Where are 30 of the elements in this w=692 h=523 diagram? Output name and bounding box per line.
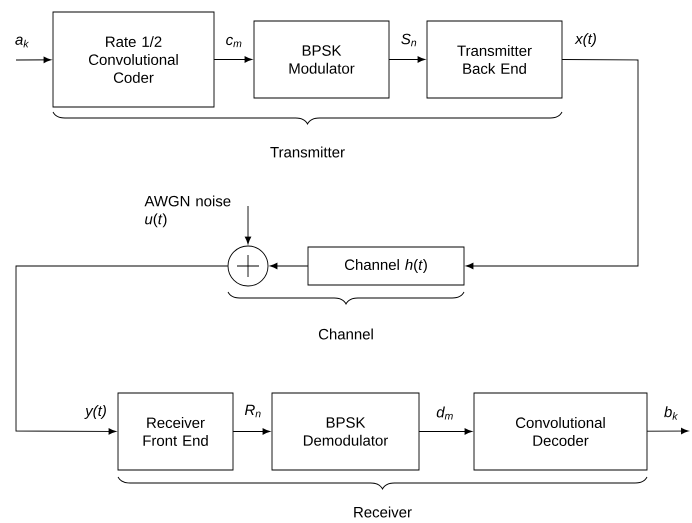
process-box: Channel h(t) [308,246,464,286]
signal-label: S$_{n}$ [401,34,416,46]
group-label: Receiver [354,506,412,518]
arrow [647,428,689,434]
signal-label: R$_{n}$ [244,404,261,418]
group-label: Transmitter [270,146,345,158]
arrow [16,56,52,64]
signal-label: x(t) [574,33,596,47]
process-box: Transmitter Back End [426,20,562,98]
arrow [270,262,308,270]
process-box: BPSK Demodulator [272,392,420,470]
signal-label: c$_{m}$ [226,36,242,48]
arrow [214,56,252,63]
adder-circle [228,246,268,286]
arrow [419,428,472,435]
arrow [389,56,426,63]
signal-label: b$_{k}$ [664,406,678,420]
noise-label: AWGN noise u(t) [144,195,230,228]
process-box: Convolutional Decoder [474,392,648,470]
process-box: BPSK Modulator [254,20,390,98]
arrow [466,59,638,270]
arrow [244,206,252,244]
signal-label: d$_{m}$ [436,406,453,420]
arrow [233,428,270,435]
signal-label: y(t) [84,405,106,419]
arrow [16,266,228,435]
process-box: Rate 1/2 Convolutional Coder [52,12,214,108]
process-box: Receiver Front End [118,392,234,470]
signal-label: a$_{k}$ [15,36,29,48]
group-label: Channel [318,328,373,340]
